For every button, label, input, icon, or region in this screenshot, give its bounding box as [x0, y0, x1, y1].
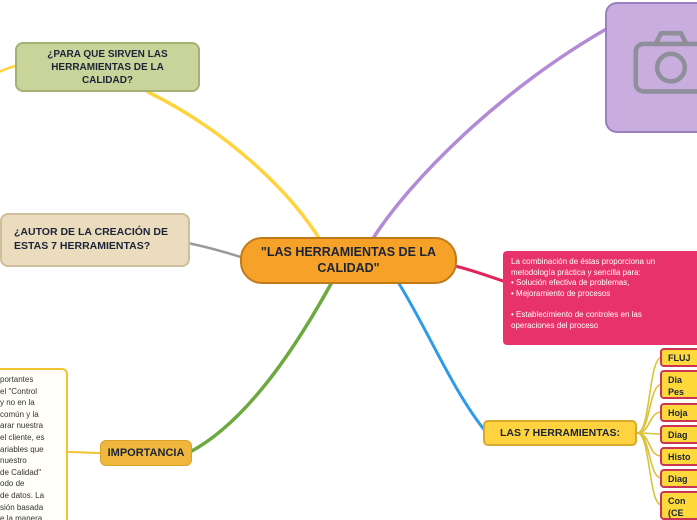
importancia-note-text: portantes el "Control y no en la común y… — [0, 374, 63, 520]
importancia-note-link — [65, 451, 101, 454]
pink-line: • Mejoramiento de procesos — [511, 288, 611, 298]
tool-item-label: Diag — [668, 430, 688, 440]
node-para-que-sirven[interactable]: ¿PARA QUE SIRVEN LAS HERRAMIENTAS DE LA … — [15, 42, 200, 92]
tool-item-label: Pes — [668, 387, 685, 397]
node-combinacion-descripcion[interactable]: La combinación de éstas proporciona un m… — [503, 251, 697, 345]
node-las-7-herramientas[interactable]: LAS 7 HERRAMIENTAS: — [483, 420, 637, 446]
tool-item-label: Dia — [668, 375, 683, 385]
tool-item-label: Hoja — [668, 408, 688, 418]
tool-item-label: Diag — [668, 474, 688, 484]
pink-line: operaciones del proceso — [511, 320, 599, 330]
node-importancia-label: IMPORTANCIA — [107, 447, 185, 459]
node-central-title-label: "LAS HERRAMIENTAS DE LA CALIDAD" — [260, 244, 437, 275]
pink-line — [511, 299, 697, 310]
note-line: portantes — [0, 375, 34, 384]
note-line: odo de — [0, 479, 25, 489]
note-line: el cliente, es — [0, 432, 45, 442]
tool-item-diagrama-6[interactable]: Diag — [660, 469, 697, 488]
node-image-attachment[interactable] — [605, 2, 697, 133]
branch-purple-curve — [370, 26, 610, 242]
tool-item-label: FLUJ — [668, 353, 691, 363]
pink-line: La combinación de éstas proporciona un — [511, 257, 656, 266]
tool-link-1 — [636, 356, 663, 434]
note-line: nuestro — [0, 456, 27, 466]
tool-item-control-cep[interactable]: Con (CE — [660, 491, 697, 520]
tool-item-diagrama-4[interactable]: Diag — [660, 425, 697, 444]
tool-link-7 — [636, 432, 663, 506]
tool-link-3 — [636, 411, 663, 434]
note-line: arar nuestra — [0, 421, 44, 431]
node-autor-creacion[interactable]: ¿AUTOR DE LA CREACIÓN DE ESTAS 7 HERRAMI… — [0, 213, 190, 267]
note-line: sión basada — [0, 502, 44, 512]
branch-yellow-stub — [0, 64, 17, 73]
pink-line: • Establecimiento de controles en las — [511, 309, 642, 319]
tool-link-5 — [636, 432, 663, 457]
pink-line: metodología práctica y sencilla para: — [511, 267, 641, 277]
tool-item-flujograma[interactable]: FLUJ — [660, 348, 697, 367]
note-line: de Calidad" — [0, 467, 42, 477]
note-line: ariables que — [0, 444, 44, 454]
camera-icon — [633, 30, 697, 94]
branch-gray-curve — [186, 241, 246, 260]
tool-item-histograma[interactable]: Histo — [660, 447, 697, 466]
tool-item-hoja[interactable]: Hoja — [660, 403, 697, 422]
tool-link-4 — [636, 432, 663, 435]
node-importancia[interactable]: IMPORTANCIA — [100, 440, 192, 466]
node-central-title[interactable]: "LAS HERRAMIENTAS DE LA CALIDAD" — [240, 237, 457, 284]
note-line: el "Control — [0, 386, 38, 396]
note-line: e la manera — [0, 514, 43, 520]
tool-item-diagrama-pescado[interactable]: Dia Pes — [660, 370, 697, 399]
tool-item-label: Con — [668, 496, 686, 506]
tool-item-label: Histo — [668, 452, 691, 462]
tool-link-6 — [636, 432, 663, 479]
branch-green-curve — [188, 280, 334, 454]
branch-blue-curve — [396, 280, 488, 434]
note-line: común y la — [0, 409, 39, 419]
importancia-note[interactable]: portantes el "Control y no en la común y… — [0, 368, 68, 520]
tool-link-2 — [636, 383, 663, 434]
branch-pink-curve — [453, 264, 508, 284]
pink-line: • Solución efectiva de problemas, — [511, 278, 630, 288]
tool-item-label: (CE — [668, 508, 684, 518]
node-autor-creacion-label: ¿AUTOR DE LA CREACIÓN DE ESTAS 7 HERRAMI… — [14, 226, 169, 252]
node-las-7-herramientas-label: LAS 7 HERRAMIENTAS: — [500, 427, 620, 439]
node-para-que-sirven-label: ¿PARA QUE SIRVEN LAS HERRAMIENTAS DE LA … — [47, 48, 168, 86]
note-line: de datos. La — [0, 490, 45, 500]
note-line: y no en la — [0, 398, 35, 408]
